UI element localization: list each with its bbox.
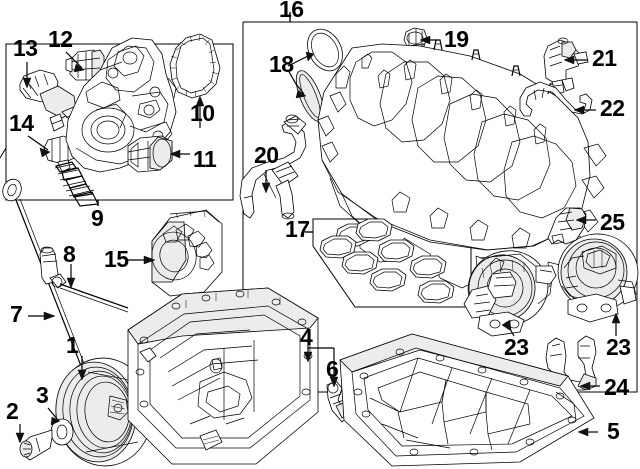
part-coolant-hose xyxy=(239,114,307,220)
callout-3[interactable]: 3 xyxy=(36,382,49,408)
callout-22[interactable]: 22 xyxy=(600,95,625,121)
gasket-5 xyxy=(409,255,447,279)
gasket-3 xyxy=(377,239,415,263)
callout-15[interactable]: 15 xyxy=(104,246,129,272)
gasket-4 xyxy=(341,251,379,275)
part-turbocharger-left xyxy=(463,250,557,337)
callout-23-right[interactable]: 23 xyxy=(606,334,631,360)
callout-17[interactable]: 17 xyxy=(285,216,310,242)
callout-13[interactable]: 13 xyxy=(13,35,38,61)
part-purge-valve xyxy=(543,37,589,95)
callout-2[interactable]: 2 xyxy=(6,398,19,424)
part-turbo-bracket xyxy=(547,207,587,245)
part-dipstick-tube xyxy=(39,246,129,313)
callout-leaders xyxy=(15,12,621,444)
part-throttle-seals xyxy=(295,28,343,122)
part-oil-filter xyxy=(151,209,223,297)
part-turbocharger-right xyxy=(557,233,639,323)
gasket-8 xyxy=(355,218,393,242)
gasket-6 xyxy=(369,268,407,292)
callout-7[interactable]: 7 xyxy=(10,301,23,327)
part-water-pump-gasket xyxy=(169,33,221,99)
part-gasket-set xyxy=(319,218,455,304)
callout-25[interactable]: 25 xyxy=(600,209,625,235)
callout-19[interactable]: 19 xyxy=(444,26,469,52)
part-thermostat xyxy=(43,135,99,207)
callout-11[interactable]: 11 xyxy=(193,146,217,172)
part-lower-oil-pan xyxy=(339,333,595,467)
callout-12[interactable]: 12 xyxy=(48,26,73,52)
callout-16[interactable]: 16 xyxy=(279,0,304,22)
callout-23-left[interactable]: 23 xyxy=(504,334,529,360)
callout-24[interactable]: 24 xyxy=(604,374,629,400)
callout-9[interactable]: 9 xyxy=(91,205,104,231)
callout-14[interactable]: 14 xyxy=(9,110,34,136)
callout-20[interactable]: 20 xyxy=(254,142,279,168)
callout-1[interactable]: 1 xyxy=(66,332,79,358)
part-housing-plug xyxy=(127,135,173,173)
callout-18[interactable]: 18 xyxy=(269,51,294,77)
part-vacuum-hose xyxy=(519,81,593,117)
callout-21[interactable]: 21 xyxy=(592,45,617,71)
callout-8[interactable]: 8 xyxy=(63,241,76,267)
callout-4[interactable]: 4 xyxy=(300,324,313,350)
callout-6[interactable]: 6 xyxy=(326,356,339,382)
gasket-7 xyxy=(417,280,455,304)
callout-5[interactable]: 5 xyxy=(607,418,620,444)
part-pulley-bolt xyxy=(19,429,53,461)
callout-10[interactable]: 10 xyxy=(190,100,215,126)
part-upper-oil-pan xyxy=(127,287,319,465)
